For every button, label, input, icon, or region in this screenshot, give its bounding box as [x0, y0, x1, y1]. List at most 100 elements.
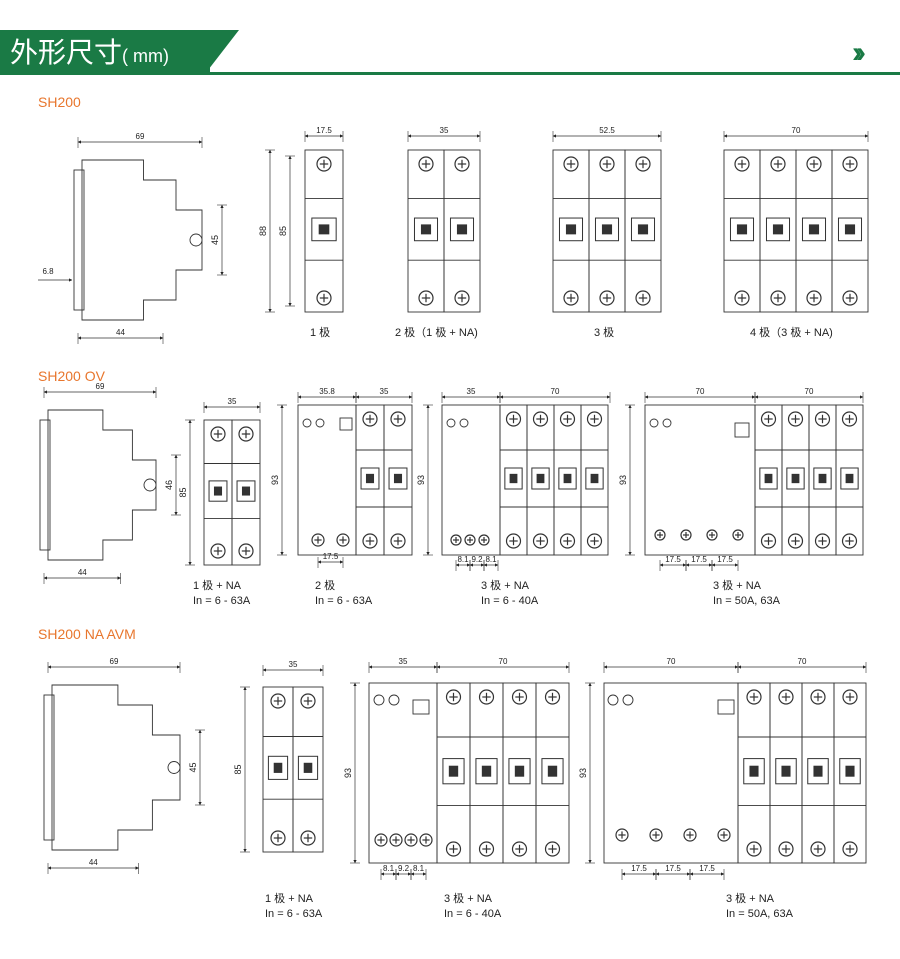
toggle-lever-icon	[558, 467, 577, 490]
caption-avm-2: 3 极 + NA In = 6 - 40A	[444, 892, 501, 922]
toggle-lever-icon	[807, 758, 829, 785]
terminal-screw-icon	[559, 411, 576, 427]
rating-text: In = 6 - 63A	[193, 595, 251, 607]
dimension-label: 8.1	[457, 555, 469, 564]
terminal-screw-icon	[532, 411, 549, 427]
dimension-label: 8.1	[485, 555, 497, 564]
toggle-lever-icon	[311, 217, 337, 242]
terminal-screw-icon	[478, 534, 490, 546]
indicator-icon	[315, 418, 325, 428]
terminal-screw-icon	[842, 841, 858, 857]
breaker-pole	[535, 682, 570, 864]
terminal-screw-icon	[454, 156, 470, 172]
toggle-knob	[781, 765, 791, 777]
caption-sh200-4p: 4 极（3 极 + NA)	[750, 327, 833, 339]
dimension-label: 88	[258, 226, 268, 236]
side-profile	[51, 684, 181, 851]
terminal-screw-icon	[210, 543, 226, 559]
toggle-knob	[845, 765, 855, 777]
rating-text: In = 6 - 40A	[481, 595, 539, 607]
side-profile	[81, 159, 203, 321]
toggle-lever-icon	[801, 217, 827, 242]
toggle-knob	[764, 473, 773, 484]
terminal-screw-icon	[814, 411, 831, 427]
toggle-knob	[393, 473, 403, 484]
terminal-screw-icon	[717, 828, 731, 842]
caption-ov-3: 3 极 + NA In = 6 - 40A	[481, 579, 538, 609]
terminal-screw-icon	[511, 841, 528, 857]
dimension-label: 17.5	[699, 864, 715, 873]
indicator-icon	[662, 418, 672, 428]
caption-text: 3 极 + NA	[444, 893, 492, 905]
toggle-knob	[303, 762, 313, 773]
breaker-pole	[304, 149, 344, 313]
dimension-label: 70	[667, 657, 676, 666]
breaker-pole	[383, 404, 413, 556]
indicator-icon	[446, 418, 456, 428]
rating-text: In = 6 - 40A	[444, 908, 502, 920]
test-button-icon	[717, 699, 735, 715]
terminal-screw-icon	[544, 841, 561, 857]
dimension-label: 35	[467, 387, 476, 396]
rcd-unit	[441, 404, 501, 556]
toggle-knob	[808, 224, 820, 235]
dimension-label: 35	[289, 660, 298, 669]
breaker-pole	[292, 686, 324, 853]
header-title-bar	[0, 30, 210, 74]
toggle-knob	[818, 473, 827, 484]
dimension-label: 85	[178, 487, 188, 497]
breaker-pole	[833, 682, 867, 864]
side-terminal-icon	[189, 233, 203, 247]
section-title-sh200-ov: SH200 OV	[38, 368, 105, 384]
side-terminal-icon	[143, 478, 157, 492]
terminal-screw-icon	[478, 841, 495, 857]
side-terminal-icon	[167, 761, 181, 774]
dimension-label: 35	[440, 126, 449, 135]
dimension-label: 45	[188, 762, 198, 772]
caption-text: 3 极 + NA	[481, 580, 529, 592]
terminal-screw-icon	[362, 533, 378, 549]
dimension-label: 93	[270, 475, 280, 485]
toggle-lever-icon	[759, 467, 778, 490]
toggle-lever-icon	[743, 758, 765, 785]
din-clip	[39, 419, 51, 551]
terminal-screw-icon	[787, 411, 804, 427]
toggle-lever-icon	[297, 755, 319, 780]
toggle-knob	[563, 473, 572, 484]
terminal-screw-icon	[544, 689, 561, 705]
toggle-lever-icon	[558, 217, 584, 242]
terminal-screw-icon	[532, 533, 549, 549]
toggle-knob	[456, 224, 468, 235]
terminal-screw-icon	[806, 156, 822, 172]
toggle-knob	[481, 765, 492, 777]
dimension-label: 8.1	[383, 864, 395, 873]
toggle-knob	[736, 224, 748, 235]
toggle-knob	[637, 224, 649, 235]
terminal-screw-icon	[311, 533, 325, 547]
terminal-screw-icon	[362, 411, 378, 427]
dimension-label: 85	[278, 226, 288, 236]
terminal-screw-icon	[210, 426, 226, 442]
terminal-screw-icon	[316, 156, 332, 172]
terminal-screw-icon	[680, 529, 692, 541]
toggle-lever-icon	[594, 217, 620, 242]
breaker-pole	[835, 404, 864, 556]
toggle-lever-icon	[504, 467, 523, 490]
terminal-screw-icon	[450, 534, 462, 546]
terminal-screw-icon	[635, 290, 651, 306]
dimension-label: 6.8	[42, 267, 54, 276]
side-profile	[47, 409, 157, 561]
indicator-icon	[649, 418, 659, 428]
toggle-lever-icon	[442, 758, 465, 785]
terminal-screw-icon	[374, 833, 388, 847]
dimension-label: 9.2	[398, 864, 410, 873]
terminal-screw-icon	[563, 290, 579, 306]
terminal-screw-icon	[814, 533, 831, 549]
terminal-screw-icon	[586, 411, 603, 427]
terminal-screw-icon	[842, 290, 858, 306]
